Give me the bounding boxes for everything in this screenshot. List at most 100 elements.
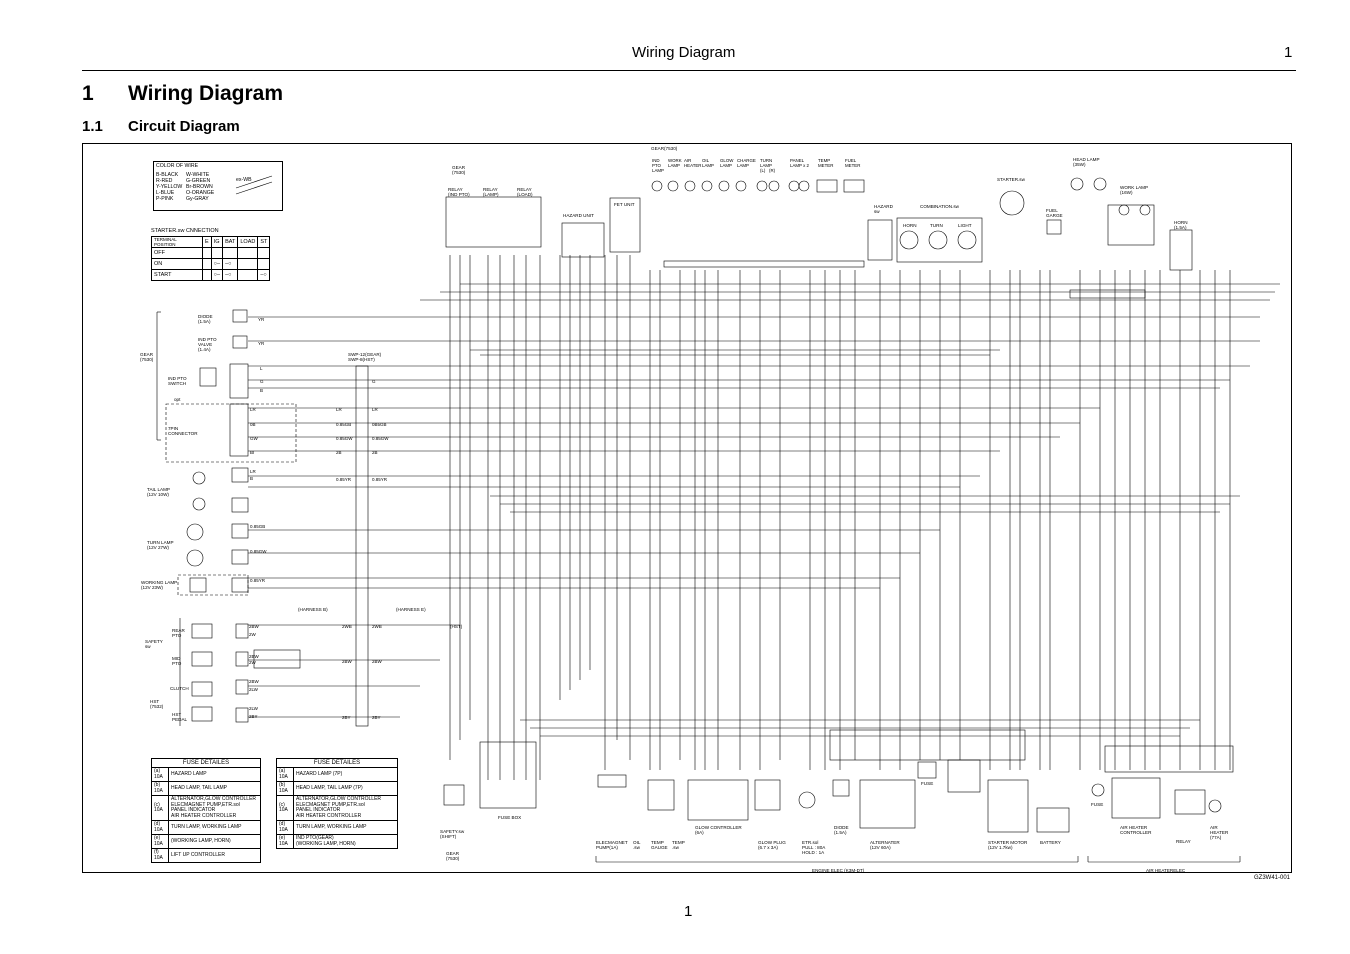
svg-text:2LW: 2LW: [249, 706, 259, 711]
label-oil-sw: OIL .sw: [633, 840, 641, 851]
label-air-heater-elec: AIR HEATERELEC: [1146, 868, 1186, 873]
svg-text:G: G: [260, 379, 264, 384]
label-safety-sw: SAFETY sw: [145, 639, 163, 650]
svg-text:2BW: 2BW: [249, 679, 260, 684]
svg-text:2W: 2W: [249, 632, 257, 637]
svg-text:2BY: 2BY: [372, 715, 381, 720]
label-fet-unit: FET UNIT: [614, 202, 635, 207]
figure-code: GZ3W41-001: [1254, 875, 1291, 881]
svg-text:LR: LR: [250, 469, 257, 474]
label-hazard-unit: HAZARD UNIT: [563, 213, 594, 218]
label-hst: HST (7532): [150, 699, 164, 710]
starter-table-title: STARTER.sw CNNECTION: [151, 228, 219, 234]
svg-text:2W: 2W: [249, 660, 257, 665]
diagram-frame: [82, 143, 1292, 873]
svg-text:0B: 0B: [250, 422, 256, 427]
fuse-desc: HEAD LAMP, TAIL LAMP (7P): [293, 781, 398, 796]
label-alternator: ALTERNATER (12V 60A): [870, 840, 900, 851]
fuse-id: (b) 10A: [276, 781, 294, 796]
svg-text:B: B: [250, 476, 253, 481]
fuse-desc: ALTERNATOR,GLOW CONTROLLER ELECMAGNET PU…: [168, 795, 261, 821]
wire-color-legend: COLOR OF WIRE B-BLACK R-RED Y-YELLOW L-B…: [153, 161, 283, 211]
svg-text:2BY: 2BY: [249, 714, 258, 719]
fuse-table-title: FUSE DETAILES: [276, 758, 398, 768]
svg-text:0.85GB: 0.85GB: [250, 524, 265, 529]
fuse-id: (e) 10A: [151, 834, 169, 849]
label-glow-plug: GLOW PLUG (6.7 x 3A): [758, 840, 786, 851]
header-page-ref: 1: [1284, 44, 1293, 61]
fuse-desc: LIFT UP CONTROLLER: [168, 848, 261, 863]
fuse-desc: TURN LAMP, WORKING LAMP: [293, 820, 398, 835]
label-temp-sw: TEMP .sw: [672, 840, 685, 851]
wire-color-list-1: B-BLACK R-RED Y-YELLOW L-BLUE P-PINK: [156, 172, 183, 202]
label-relay-ind-pto: RELAY (IND PTO): [448, 187, 470, 198]
fuse-desc: TURN LAMP, WORKING LAMP: [168, 820, 261, 835]
subsection-number: 1.1: [82, 118, 103, 135]
fuse-desc: HAZARD LAMP (7P): [293, 767, 398, 782]
label-harness-e: (HARNESS E): [396, 607, 426, 612]
starter-row-label: START: [151, 269, 203, 281]
label-indicator-lamp: FUEL METER: [845, 158, 861, 168]
starter-row-label: OFF: [151, 247, 203, 259]
label-hst-pedal: HST PEDAL: [172, 712, 188, 723]
svg-text:0.85GW: 0.85GW: [372, 436, 389, 441]
label-clutch: CLUTCH: [170, 686, 189, 691]
svg-text:0.85GW: 0.85GW: [336, 436, 353, 441]
label-fuel-gauge: FUEL GARGE: [1046, 208, 1063, 219]
label-battery: BATTERY: [1040, 840, 1061, 845]
svg-text:YR: YR: [258, 341, 265, 346]
label-opt: opt: [174, 397, 181, 402]
label-mid-pto: MID PTO: [172, 656, 182, 667]
label-turn-sw: TURN: [930, 223, 943, 228]
section-number: 1: [82, 82, 94, 105]
label-relay: RELAY: [1176, 839, 1191, 844]
fuse-id: (d) 10A: [276, 820, 294, 835]
label-starter-motor: STARTER MOTOR (12V 1.7kw): [988, 840, 1028, 851]
position-label: POSITION: [154, 242, 176, 247]
svg-text:2WB: 2WB: [372, 624, 382, 629]
page-number: 1: [684, 903, 693, 920]
svg-text:LR: LR: [372, 407, 379, 412]
svg-text:L: L: [260, 366, 263, 371]
svg-text:2B: 2B: [336, 450, 342, 455]
label-gear-7530: GEAR (7530): [140, 352, 154, 363]
fuse-desc: IND PTO(GEAR) (WORKING LAMP, HORN): [293, 834, 398, 849]
svg-text:B: B: [260, 388, 263, 393]
label-ind-pto-valve: IND PTO VALVE (1.4A): [198, 337, 217, 353]
label-indicator-lamp: TURN LAMP (L) (R): [760, 158, 776, 173]
svg-text:2B: 2B: [372, 450, 378, 455]
fuse-id: (e) 10A: [276, 834, 294, 849]
starter-col-header: E: [202, 236, 212, 248]
fuse-desc: HAZARD LAMP: [168, 767, 261, 782]
svg-text:2BW: 2BW: [249, 624, 260, 629]
svg-text:GW: GW: [250, 436, 259, 441]
fuse-id: (a) 10A: [151, 767, 169, 782]
label-fuse-r: FUSE: [1091, 802, 1104, 807]
label-glow-controller: GLOW CONTROLLER (6A): [695, 825, 742, 836]
label-indicator-lamp: TEMP METER: [818, 158, 834, 168]
label-hazard-sw: HAZARD sw: [874, 204, 893, 215]
fuse-desc: HEAD LAMP, TAIL LAMP: [168, 781, 261, 796]
label-harness-b: (HARNESS B): [298, 607, 328, 612]
fuse-id: (c) 10A: [151, 795, 169, 821]
starter-col-header: ST: [257, 236, 271, 248]
header-title: Wiring Diagram: [632, 44, 736, 61]
label-air-heater-controller: AIR HEATER CONTROLLER: [1120, 825, 1152, 836]
svg-text:2BW: 2BW: [249, 654, 260, 659]
label-starter-sw: STARTER.sw: [997, 177, 1025, 182]
starter-row-label: ON: [151, 258, 203, 270]
svg-text:BI: BI: [250, 450, 254, 455]
svg-text:2WB: 2WB: [342, 624, 352, 629]
label-relay-load: RELAY (LOAD): [517, 187, 533, 198]
label-hst-tag: (HST): [450, 624, 463, 629]
label-work-lamp: WORK LAMP (16W): [1120, 185, 1149, 196]
starter-col-header: BAT: [222, 236, 239, 248]
label-air-heater: AIR HEATER (77A): [1210, 825, 1229, 841]
svg-text:2BW: 2BW: [342, 659, 353, 664]
svg-text:0.85YR: 0.85YR: [250, 578, 266, 583]
fuse-id: (c) 10A: [276, 795, 294, 821]
